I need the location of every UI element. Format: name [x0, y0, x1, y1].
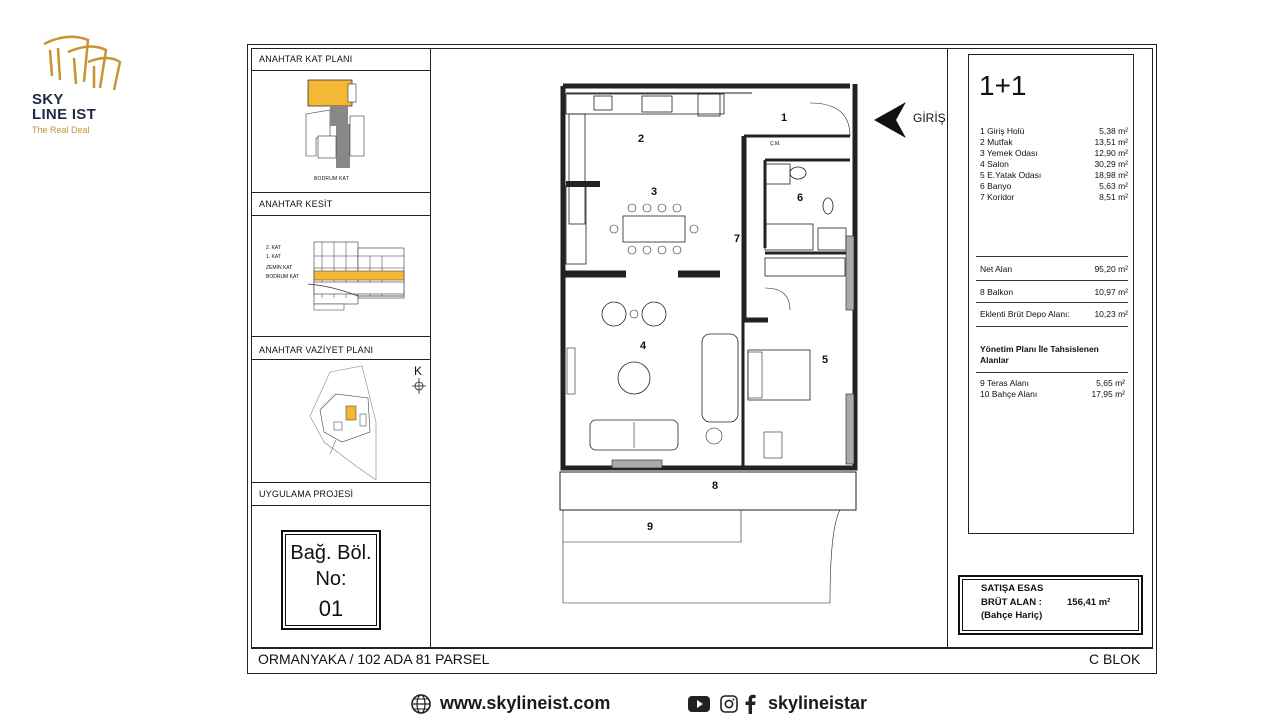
room-number-2: 2	[638, 133, 645, 145]
room-name: 3 Yemek Odası	[980, 148, 1038, 158]
gross-area-note: (Bahçe Hariç)	[981, 610, 1043, 621]
room-number-9: 9	[647, 521, 654, 533]
storage-value: 10,23 m²	[1094, 309, 1128, 319]
room-area: 30,29 m²	[1094, 159, 1128, 169]
room-area: 8,51 m²	[1099, 192, 1128, 202]
room-number-1: 1	[781, 112, 788, 124]
unit-number-value: 01	[318, 596, 344, 621]
sale-area-box	[962, 579, 1139, 631]
divider	[976, 256, 1128, 257]
basement-label: BODRUM KAT	[314, 176, 349, 182]
section-label-2: 2. KAT	[266, 245, 281, 251]
section-label-1: 1. KAT	[266, 254, 281, 260]
parcel-label: ORMANYAKA / 102 ADA 81 PARSEL	[258, 651, 490, 667]
divider	[976, 280, 1128, 281]
social-handle[interactable]: skylineistar	[768, 693, 868, 713]
unit-number-line1: Bağ. Böl.	[290, 542, 372, 564]
room-area: 13,51 m²	[1094, 137, 1128, 147]
unit-type: 1+1	[979, 70, 1027, 101]
divider	[976, 302, 1128, 303]
room-number-7: 7	[734, 233, 741, 245]
divider	[251, 215, 430, 216]
key-section-title: ANAHTAR KESİT	[259, 199, 333, 209]
gross-area-value: 156,41 m²	[1067, 597, 1111, 608]
block-label: C BLOK	[1089, 651, 1141, 667]
garden-label: 10 Bahçe Alanı	[980, 389, 1038, 399]
room-name: 1 Giriş Holü	[980, 126, 1025, 136]
instagram-icon[interactable]	[720, 695, 738, 713]
divider	[251, 192, 430, 193]
logo-tagline: The Real Deal	[32, 125, 90, 135]
room-area: 5,38 m²	[1099, 126, 1128, 136]
entrance-label: GİRİŞ	[913, 111, 946, 125]
drawing-sheet-inner	[251, 48, 1153, 648]
divider	[251, 359, 430, 360]
net-area-label: Net Alan	[980, 264, 1013, 274]
left-column-divider	[430, 48, 431, 648]
net-area-value: 95,20 m²	[1094, 264, 1128, 274]
cm-label: Ç.M.	[770, 141, 781, 147]
sale-title: SATIŞA ESAS	[981, 583, 1044, 594]
logo-buildings-icon	[43, 35, 122, 91]
room-name: 5 E.Yatak Odası	[980, 170, 1042, 180]
balcony-label: 8 Balkon	[980, 287, 1014, 297]
room-number-3: 3	[651, 186, 658, 198]
gross-area-label: BRÜT ALAN :	[981, 597, 1042, 608]
room-area: 5,63 m²	[1099, 181, 1128, 191]
room-name: 7 Koridor	[980, 192, 1015, 202]
company-logo: SKY LINE IST The Real Deal	[28, 32, 138, 142]
footer-divider	[251, 648, 1153, 649]
north-arrow-icon	[412, 378, 426, 394]
floor-plan	[559, 83, 906, 604]
youtube-icon[interactable]	[688, 696, 710, 712]
globe-icon	[411, 694, 431, 714]
key-section-thumbnail	[307, 241, 405, 311]
storage-label: Eklenti Brüt Depo Alanı:	[980, 309, 1070, 319]
sale-area-frame	[958, 575, 1143, 635]
facebook-icon[interactable]	[744, 694, 756, 714]
room-name: 2 Mutfak	[980, 137, 1013, 147]
drawing-sheet	[247, 44, 1157, 674]
terrace-value: 5,65 m²	[1096, 378, 1125, 388]
divider	[251, 70, 430, 71]
divider	[251, 336, 430, 337]
section-label-basement: BODRUM KAT	[266, 274, 299, 280]
room-number-4: 4	[640, 340, 647, 352]
unit-number-box: Bağ. Böl. No: 01	[285, 534, 377, 626]
section-label-ground: ZEMİN KAT	[266, 265, 293, 271]
room-area: 12,90 m²	[1094, 148, 1128, 158]
room-number-8: 8	[712, 480, 719, 492]
balcony-value: 10,97 m²	[1094, 287, 1128, 297]
unit-number-frame	[281, 530, 381, 630]
divider	[251, 505, 430, 506]
terrace-label: 9 Teras Alanı	[980, 378, 1029, 388]
divider	[976, 372, 1128, 373]
unit-number-line2: No:	[315, 568, 347, 590]
area-info-panel	[968, 54, 1134, 534]
management-title: Yönetim Planı İle Tahsislenen Alanlar	[980, 344, 1099, 365]
room-name: 4 Salon	[980, 159, 1009, 169]
website-link[interactable]: www.skylineist.com	[440, 693, 611, 713]
key-site-plan-thumbnail	[309, 365, 377, 480]
divider	[976, 326, 1128, 327]
room-number-5: 5	[822, 354, 829, 366]
project-title: UYGULAMA PROJESİ	[259, 489, 354, 499]
right-column-divider	[947, 48, 948, 648]
north-label: K	[414, 364, 423, 378]
room-number-6: 6	[797, 192, 804, 204]
key-floor-plan-title: ANAHTAR KAT PLANI	[259, 54, 353, 64]
logo-line1: SKY	[32, 91, 64, 108]
divider	[251, 482, 430, 483]
key-site-plan-title: ANAHTAR VAZİYET PLANI	[259, 345, 374, 355]
logo-line2: LINE IST	[32, 106, 97, 123]
garden-value: 17,95 m²	[1091, 389, 1125, 399]
room-name: 6 Banyo	[980, 181, 1012, 191]
room-area: 18,98 m²	[1094, 170, 1128, 180]
key-floor-plan-thumbnail	[305, 79, 365, 168]
